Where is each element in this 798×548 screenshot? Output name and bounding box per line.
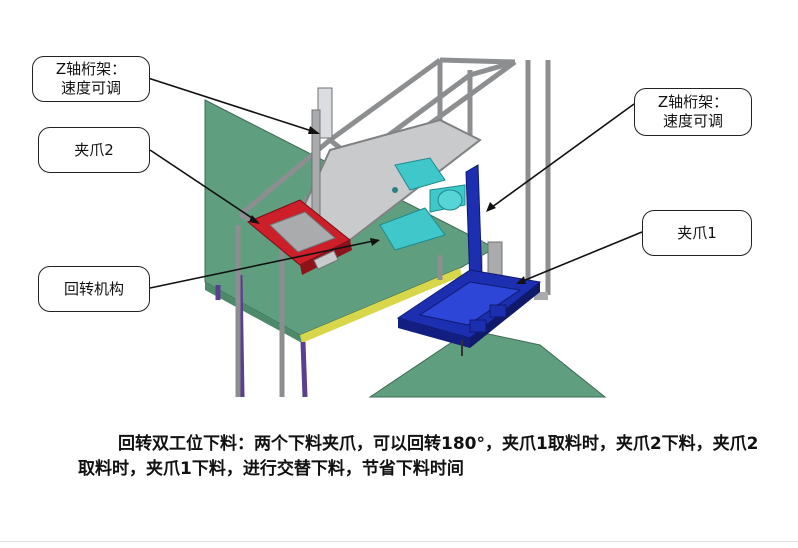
gripper-1-callout: 夹爪1 [642,210,752,256]
bottom-divider [0,541,798,542]
leader-arrowheads [249,126,526,284]
rotary-motor [379,157,466,251]
gripper-1-assembly [396,269,542,356]
z-gantry-callout-right-text: Z轴桁架： 速度可调 [657,93,729,130]
foot-plate [534,292,548,300]
z-gantry-callout-right: Z轴桁架： 速度可调 [634,88,752,136]
z-gantry-callout-left-text: Z轴桁架： 速度可调 [55,60,127,97]
z-axis-column-right [465,164,503,286]
rotary-mechanism-callout-text: 回转机构 [63,279,124,298]
gripper-2-callout: 夹爪2 [38,127,150,173]
gripper-1-callout-text: 夹爪1 [677,223,717,242]
description-caption: 回转双工位下料：两个下料夹爪，可以回转180°，夹爪1取料时，夹爪2下料，夹爪2… [78,434,759,479]
gripper-2-callout-text: 夹爪2 [74,140,114,159]
rotary-mechanism-callout: 回转机构 [38,266,150,312]
z-gantry-callout-left: Z轴桁架： 速度可调 [32,56,150,102]
work-table-right [368,329,607,398]
leader-lines [147,77,643,289]
